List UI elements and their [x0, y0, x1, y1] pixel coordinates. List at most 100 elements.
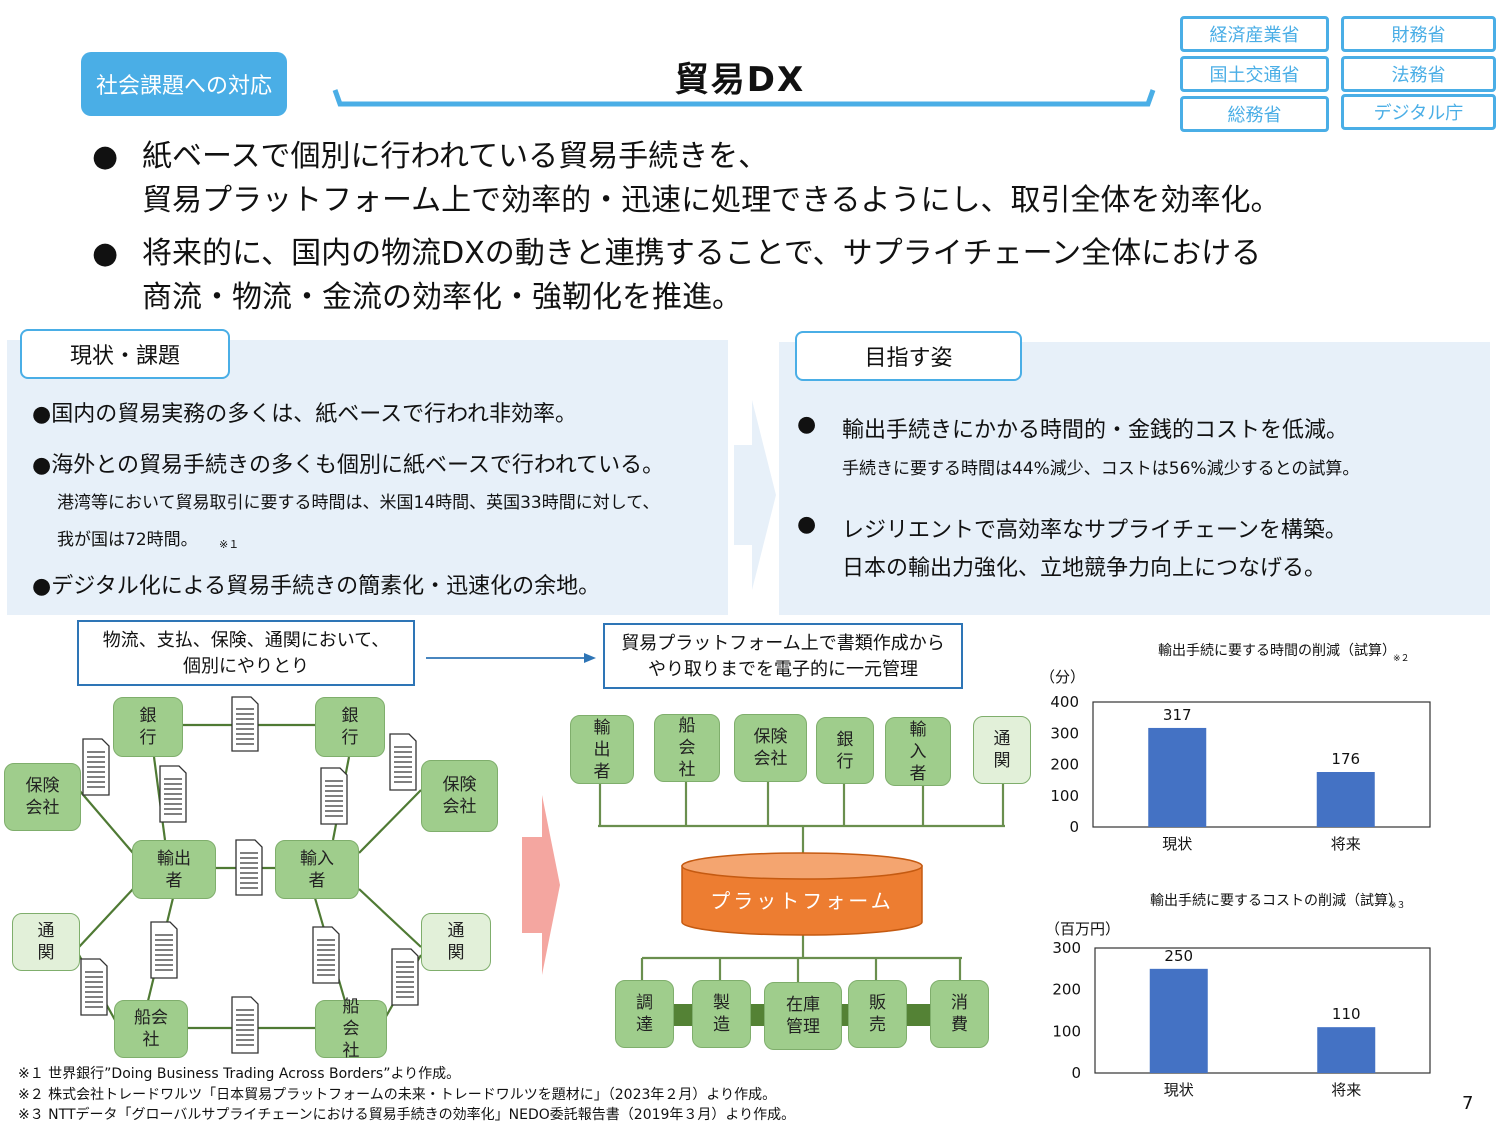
x-tick-label: 現状 — [1164, 1081, 1194, 1099]
document-icon — [150, 921, 178, 979]
footnote-2: ※２ 株式会社トレードワルツ「日本貿易プラットフォームの未来・トレードワルツを題… — [18, 1087, 777, 1103]
platform-node-customs: 通関 — [973, 716, 1031, 784]
ministry-badge-mof: 財務省 — [1341, 16, 1496, 52]
goal-item-1: 輸出手続きにかかる時間的・金銭的コストを低減。 — [842, 418, 1349, 443]
plot-frame — [1092, 701, 1431, 828]
right-diagram-caption: 貿易プラットフォーム上で書類作成から やり取りまでを電子的に一元管理 — [603, 623, 963, 689]
ministry-badge-digital: デジタル庁 — [1341, 94, 1496, 130]
document-icon — [312, 926, 340, 984]
node-insurance-right: 保険会社 — [421, 760, 498, 832]
plot-frame — [1094, 947, 1431, 1074]
page-number: 7 — [1462, 1093, 1474, 1114]
document-icon — [320, 767, 348, 825]
left-diagram-caption: 物流、支払、保険、通関において、 個別にやりとり — [77, 620, 415, 686]
current-item-1: ●国内の貿易実務の多くは、紙ベースで行われ非効率。 — [32, 402, 577, 427]
x-tick-label: 将来 — [1331, 1081, 1361, 1099]
x-tick-label: 現状 — [1162, 835, 1192, 853]
chart2-unit-label: （百万円） — [1045, 920, 1121, 938]
summary-bullet-2-line2: 商流・物流・金流の効率化・強靭化を推進。 — [142, 280, 742, 315]
platform-node-insurance: 保険会社 — [734, 714, 807, 782]
chart1-time-reduction: 0 100 200 300 400 317 現状 176 将来 — [1050, 693, 1431, 853]
supply-node-consumption: 消費 — [930, 980, 989, 1048]
bar-0 — [1148, 727, 1207, 827]
goal-item-2-line1: レジリエントで高効率なサプライチェーンを構築。 — [842, 518, 1347, 543]
node-bank-left: 銀行 — [113, 697, 183, 757]
current-state-heading: 現状・課題 — [20, 329, 230, 379]
bar-value-label: 317 — [1163, 706, 1192, 724]
title-underline — [332, 89, 1156, 107]
bullet-dot: ● — [92, 139, 119, 174]
chart2-ref: ※３ — [1389, 901, 1406, 911]
goal-item-1-sub: 手続きに要する時間は44%減少、コストは56%減少するとの試算。 — [842, 459, 1360, 479]
platform-node-shipping: 船会社 — [654, 714, 720, 782]
node-customs-right: 通関 — [421, 913, 491, 971]
platform-cylinder-icon — [681, 852, 923, 936]
chart1-title: 輸出手続に要する時間の削減（試算） — [1158, 643, 1396, 659]
category-tag: 社会課題への対応 — [81, 52, 287, 116]
chart1-unit-label: （分） — [1040, 668, 1086, 686]
chart1-ref: ※２ — [1393, 654, 1410, 664]
supply-node-inventory: 在庫管理 — [764, 982, 842, 1050]
goal-item-2-line2: 日本の輸出力強化、立地競争力向上につなげる。 — [842, 556, 1327, 581]
current-item-2: ●海外との貿易手続きの多くも個別に紙ベースで行われている。 — [32, 453, 665, 478]
y-tick-label: 300 — [1052, 939, 1081, 957]
node-bank-right: 銀行 — [315, 697, 385, 757]
bar-1 — [1316, 772, 1375, 827]
bullet-dot: ● — [797, 512, 817, 537]
document-icon — [82, 738, 110, 796]
current-item-3: ●デジタル化による貿易手続きの簡素化・迅速化の余地。 — [32, 574, 601, 599]
node-exporter: 輸出者 — [132, 840, 216, 899]
left-caption-line1: 物流、支払、保険、通関において、 — [102, 630, 390, 651]
panel-transition-arrow — [734, 400, 776, 590]
ministry-badge-mlit: 国土交通省 — [1180, 56, 1329, 92]
y-tick-label: 100 — [1050, 787, 1079, 805]
ministry-badge-meti: 経済産業省 — [1180, 16, 1329, 52]
supply-node-procurement: 調達 — [615, 980, 674, 1048]
document-icon — [389, 733, 417, 791]
y-tick-label: 200 — [1050, 756, 1079, 774]
caption-arrow — [426, 653, 596, 663]
current-item-2-sub2: 我が国は72時間。 — [57, 530, 198, 550]
ministry-badge-moj: 法務省 — [1341, 56, 1496, 92]
bullet-dot: ● — [92, 236, 119, 271]
goal-heading: 目指す姿 — [795, 331, 1022, 381]
y-tick-label: 200 — [1052, 981, 1081, 999]
footnote-ref-1: ※１ — [219, 538, 240, 551]
node-shipping-right: 船会社 — [315, 997, 387, 1061]
document-icon — [231, 696, 259, 752]
goal-panel — [779, 342, 1490, 615]
page-title: 貿易DX — [674, 60, 806, 100]
chart2-title: 輸出手続に要するコストの削減（試算） — [1150, 893, 1402, 909]
ministry-badge-mic: 総務省 — [1180, 96, 1329, 132]
node-importer: 輸入者 — [275, 840, 359, 899]
node-customs-left: 通関 — [12, 913, 80, 971]
y-tick-label: 0 — [1069, 818, 1079, 836]
node-shipping-left: 船会社 — [114, 1000, 188, 1058]
bar-value-label: 250 — [1164, 947, 1193, 965]
document-icon — [235, 839, 263, 896]
right-caption-line2: やり取りまでを電子的に一元管理 — [648, 659, 918, 680]
document-icon — [80, 958, 108, 1016]
node-insurance-left: 保険会社 — [4, 763, 81, 831]
bar-value-label: 110 — [1332, 1005, 1361, 1023]
platform-node-exporter: 輸出者 — [570, 715, 634, 784]
document-icon — [159, 765, 187, 823]
platform-node-importer: 輸入者 — [885, 717, 951, 786]
footnote-3: ※３ NTTデータ「グローバルサプライチェーンにおける貿易手続きの効率化」NED… — [18, 1107, 796, 1123]
current-item-2-sub1: 港湾等において貿易取引に要する時間は、米国14時間、英国33時間に対して、 — [57, 493, 660, 513]
left-caption-line2: 個別にやりとり — [183, 656, 309, 677]
bar-1 — [1317, 1027, 1376, 1073]
x-tick-label: 将来 — [1331, 835, 1361, 853]
platform-node-bank: 銀行 — [816, 717, 874, 784]
bar-0 — [1149, 968, 1208, 1073]
summary-bullet-1-line2: 貿易プラットフォーム上で効率的・迅速に処理できるようにし、取引全体を効率化。 — [142, 183, 1281, 218]
footnote-1: ※１ 世界銀行”Doing Business Trading Across Bo… — [18, 1066, 461, 1082]
bar-value-label: 176 — [1331, 750, 1360, 768]
summary-bullet-2-line1: 将来的に、国内の物流DXの動きと連携することで、サプライチェーン全体における — [142, 236, 1262, 271]
y-tick-label: 300 — [1050, 724, 1079, 742]
y-tick-label: 400 — [1050, 693, 1079, 711]
bullet-dot: ● — [797, 412, 817, 437]
platform-label: プラットフォーム — [710, 889, 894, 913]
document-icon — [391, 948, 419, 1006]
